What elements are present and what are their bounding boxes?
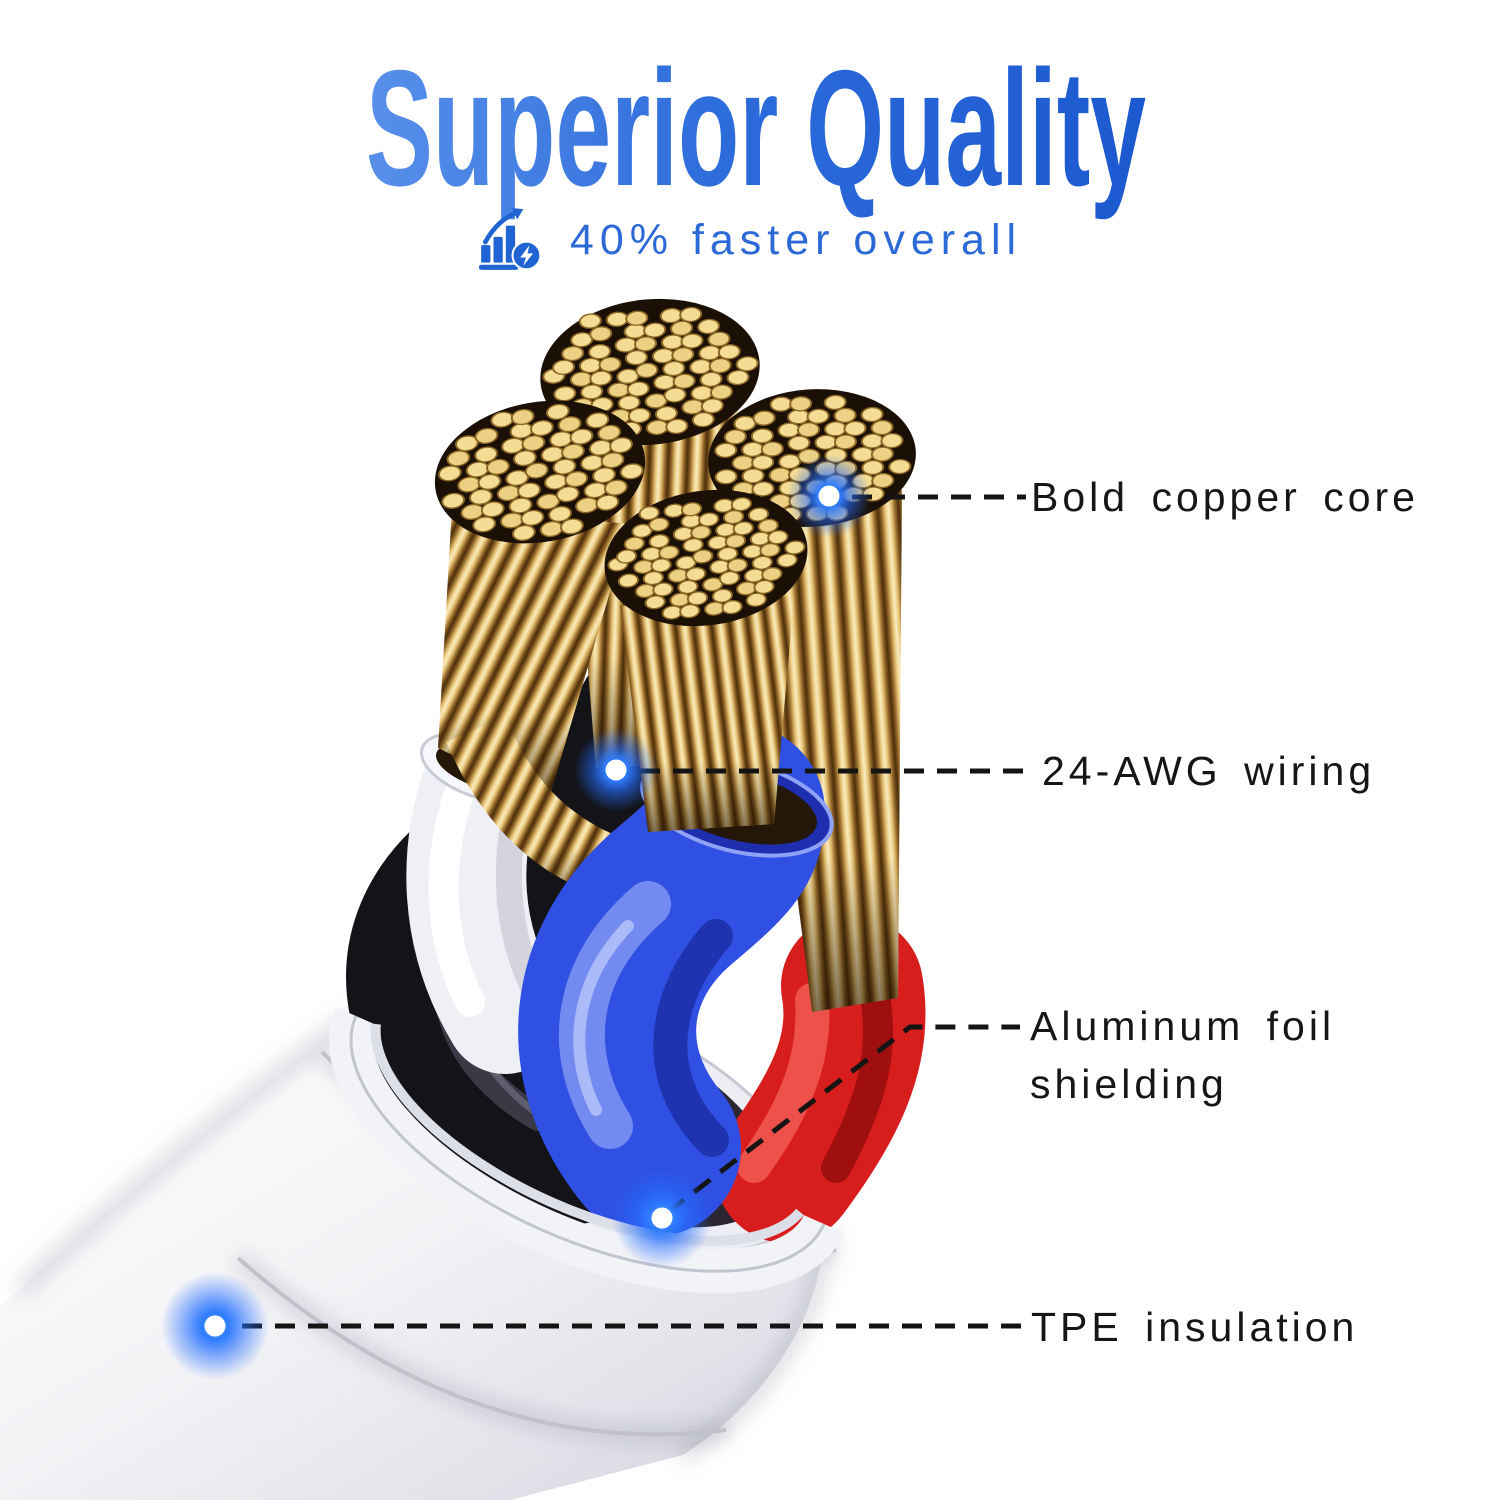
dot-copper-core	[787, 454, 871, 538]
dot-tpe-insulation	[161, 1272, 269, 1380]
callout-label-tpe-insulation: TPE insulation	[1031, 1304, 1359, 1350]
growth-chart-lightning-icon	[478, 208, 542, 271]
callout-label-copper-core: Bold copper core	[1031, 474, 1419, 520]
dot-awg-wiring	[574, 728, 658, 812]
callout-lines	[242, 494, 1036, 1329]
callout-label-foil-shielding: Aluminum foil shielding	[1030, 1003, 1336, 1107]
page-title: Superior Quality	[366, 36, 1146, 220]
subtitle-text: 40% faster overall	[569, 215, 1023, 264]
callout-dots	[161, 454, 871, 1380]
subtitle: 40% faster overall	[0, 200, 1500, 280]
jacket-front-rim	[329, 1007, 845, 1294]
dot-foil-shielding	[612, 1168, 712, 1268]
page-title-art: Superior Quality	[366, 36, 1146, 220]
wire-red	[715, 915, 926, 1243]
leader-foil-shielding	[666, 1024, 1020, 1214]
callout-label-awg-wiring: 24-AWG wiring	[1042, 748, 1376, 794]
